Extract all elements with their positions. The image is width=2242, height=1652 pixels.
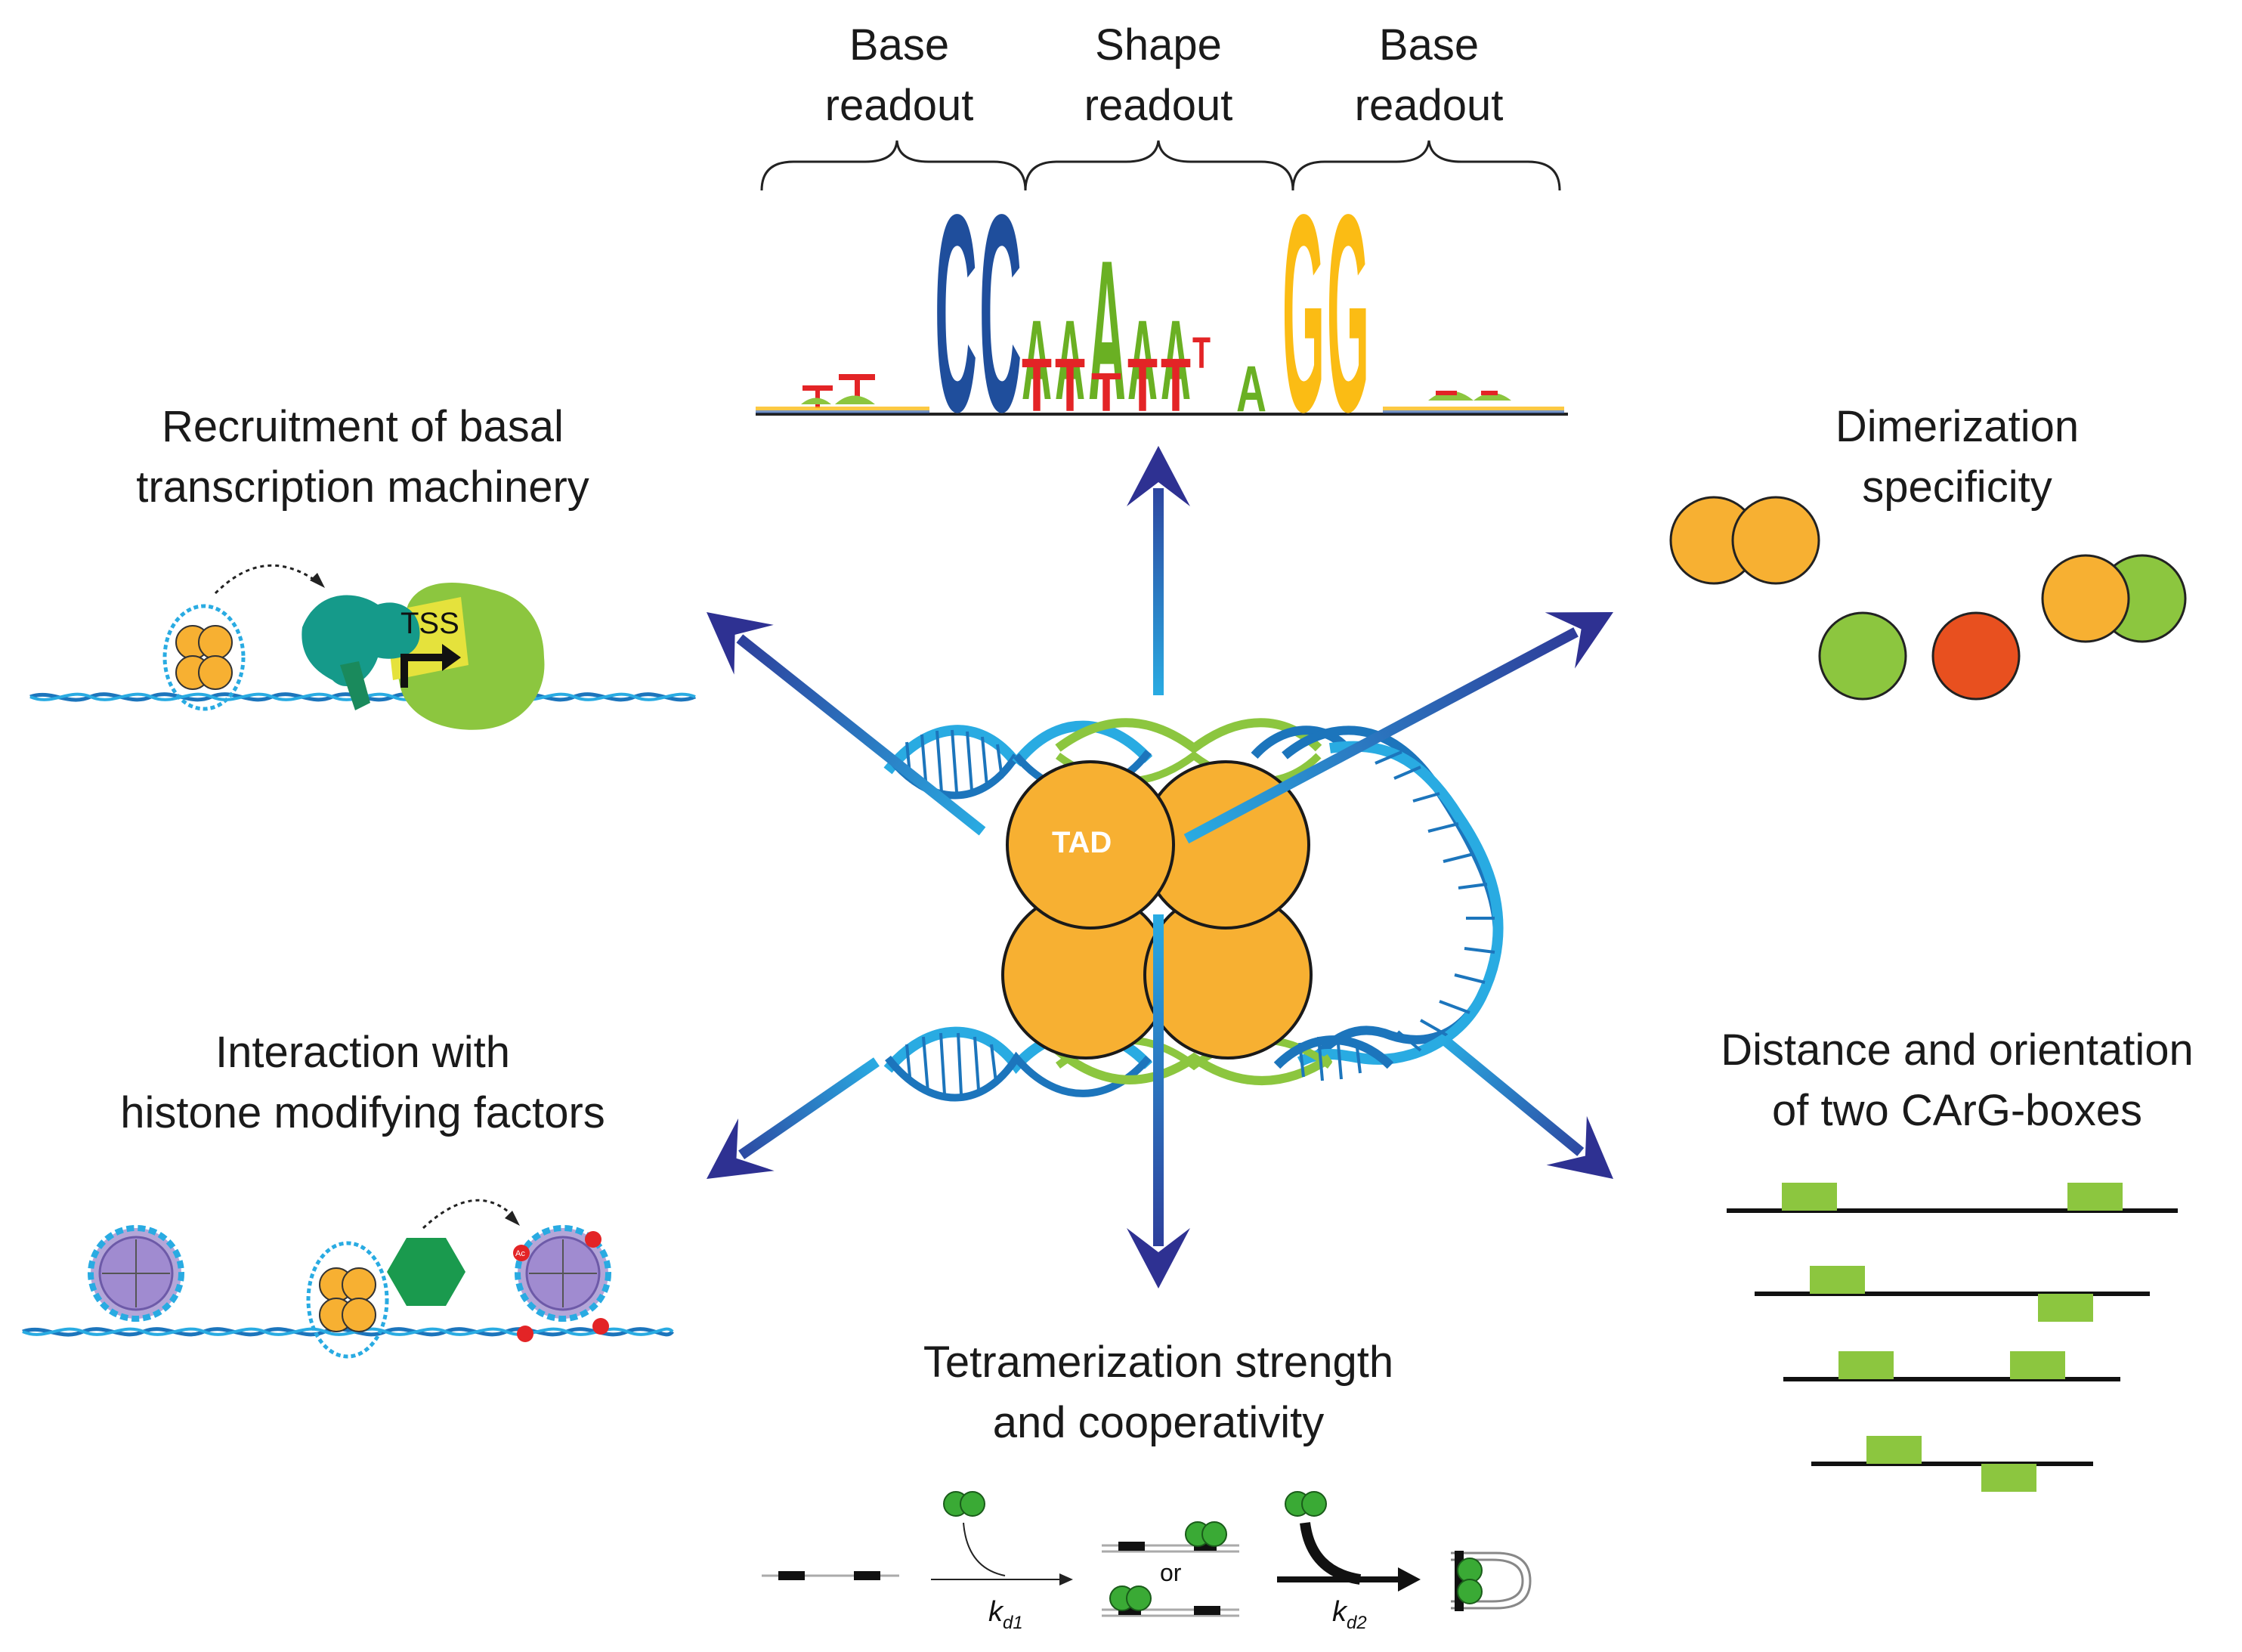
dna-loop-right — [1282, 725, 1504, 1067]
logo-letter: A — [1088, 219, 1126, 442]
logo-letter-lower: T — [1127, 343, 1158, 428]
arrow-upper-right — [1183, 612, 1613, 844]
carg-box-1a — [1782, 1183, 1837, 1211]
logo-noise-right — [1383, 391, 1564, 413]
tss-label: TSS — [400, 607, 459, 640]
carg-box-2a — [1810, 1266, 1865, 1294]
arrow-up — [1127, 446, 1190, 695]
logo-letter-lower: T — [1161, 343, 1191, 428]
logo-letter-lower: A — [1236, 352, 1266, 425]
acetylation-marks: Ac — [513, 1231, 609, 1342]
arrow-lower-left — [707, 1057, 880, 1179]
arrow-down — [1127, 914, 1190, 1288]
carg-box-2b — [2038, 1294, 2093, 1322]
arrow-upper-left — [707, 612, 986, 836]
arrow-lower-right — [1440, 1035, 1613, 1179]
logo-letter-lower: T — [1022, 343, 1052, 428]
logo-letter: G — [1327, 156, 1369, 471]
arrows — [707, 446, 1613, 1288]
logo-noise-left — [756, 374, 929, 413]
logo-letter: G — [1282, 156, 1325, 471]
dna-helix-top — [883, 718, 1356, 800]
tetramer-sphere-top-left — [1006, 760, 1175, 930]
single-green — [1818, 611, 1907, 701]
logo-letter: A — [1127, 298, 1158, 424]
recruitment-illustration: TSS — [29, 564, 696, 730]
carg-box-1b — [2067, 1183, 2123, 1211]
logo-letter: A — [1161, 298, 1191, 424]
logo-letter-lower: T — [1091, 362, 1121, 422]
histone-dotted-arrow — [422, 1199, 515, 1230]
logo-letter: C — [935, 156, 977, 471]
carg-box-3a — [1838, 1351, 1894, 1379]
histone-modifier-hexagon — [387, 1238, 465, 1306]
carg-box-illustration — [1727, 1183, 2178, 1492]
logo-letter: A — [1055, 298, 1085, 424]
dimer-orange-b — [1731, 496, 1820, 585]
tetramerization-illustration: kd1 or kd2 — [762, 1491, 1532, 1633]
single-red — [1931, 611, 2021, 701]
recruitment-dotted-arrow — [214, 564, 318, 595]
kd1-label: kd1 — [988, 1596, 1023, 1633]
logo-letter: T — [1192, 329, 1211, 378]
machinery-teal-blob — [302, 595, 420, 687]
dimerization-illustration — [1669, 496, 2187, 701]
brace-shape — [1024, 140, 1294, 191]
tad-label: TAD — [1052, 826, 1112, 859]
recruitment-dna-loop — [162, 604, 246, 711]
brace-base-right — [1291, 140, 1561, 191]
central-complex: TAD — [883, 718, 1504, 1102]
logo-letter-lower: T — [1055, 343, 1085, 428]
carg-box-3b — [2010, 1351, 2065, 1379]
hetero-orange — [2041, 554, 2130, 643]
ac-label: Ac — [515, 1249, 525, 1258]
logo-letter: A — [1022, 298, 1052, 424]
brace-base-left — [760, 140, 1027, 191]
carg-box-4b — [1981, 1464, 2036, 1492]
tetramer: TAD — [1001, 760, 1313, 1060]
tss-arrow — [400, 654, 446, 688]
or-label: or — [1160, 1559, 1182, 1586]
dna-helix-bottom — [883, 1026, 1394, 1102]
carg-box-4a — [1866, 1436, 1922, 1464]
kd2-label: kd2 — [1332, 1596, 1367, 1633]
histone-illustration: Ac — [22, 1199, 674, 1359]
logo-letter: C — [979, 156, 1022, 471]
